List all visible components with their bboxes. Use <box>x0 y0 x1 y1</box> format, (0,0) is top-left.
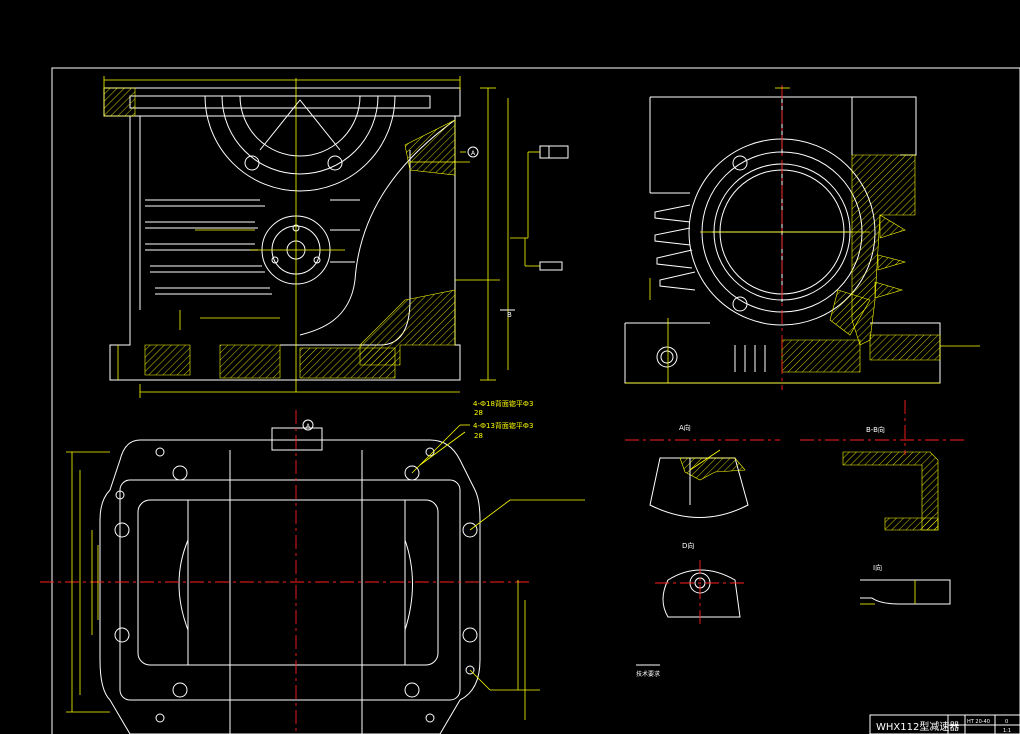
flange-note-1b: 28 <box>474 409 483 417</box>
side-view <box>624 85 980 390</box>
datum-b-label: B <box>507 311 512 319</box>
flange-note-2b: 28 <box>474 432 483 440</box>
flange-note-2: 4-Ф13背面锪平Ф3 <box>473 421 533 430</box>
view-a <box>625 439 780 518</box>
datum-a-plan-label: A <box>306 423 311 430</box>
front-view <box>103 76 569 398</box>
plan-view <box>40 410 585 734</box>
view-i-label: I向 <box>873 563 882 572</box>
small-note: 技术要求 <box>636 670 660 678</box>
drawing-frame <box>51 67 1020 734</box>
title-block-title: WHX112型减速器 <box>876 720 959 733</box>
view-d <box>655 560 745 625</box>
title-block <box>869 714 1020 734</box>
datum-a-label: A <box>471 150 476 157</box>
title-cell-scale: 1:1 <box>1003 728 1011 734</box>
view-a-label: A向 <box>679 423 691 432</box>
title-cell-qty: 0 <box>1005 719 1008 725</box>
view-d-label: D向 <box>682 541 694 550</box>
section-bb-label: B-B向 <box>866 425 885 434</box>
section-bb <box>800 400 965 531</box>
title-cell-material: HT 20-40 <box>967 719 990 725</box>
view-i <box>860 579 951 605</box>
flange-note-1: 4-Ф18背面锪平Ф3 <box>473 399 533 408</box>
